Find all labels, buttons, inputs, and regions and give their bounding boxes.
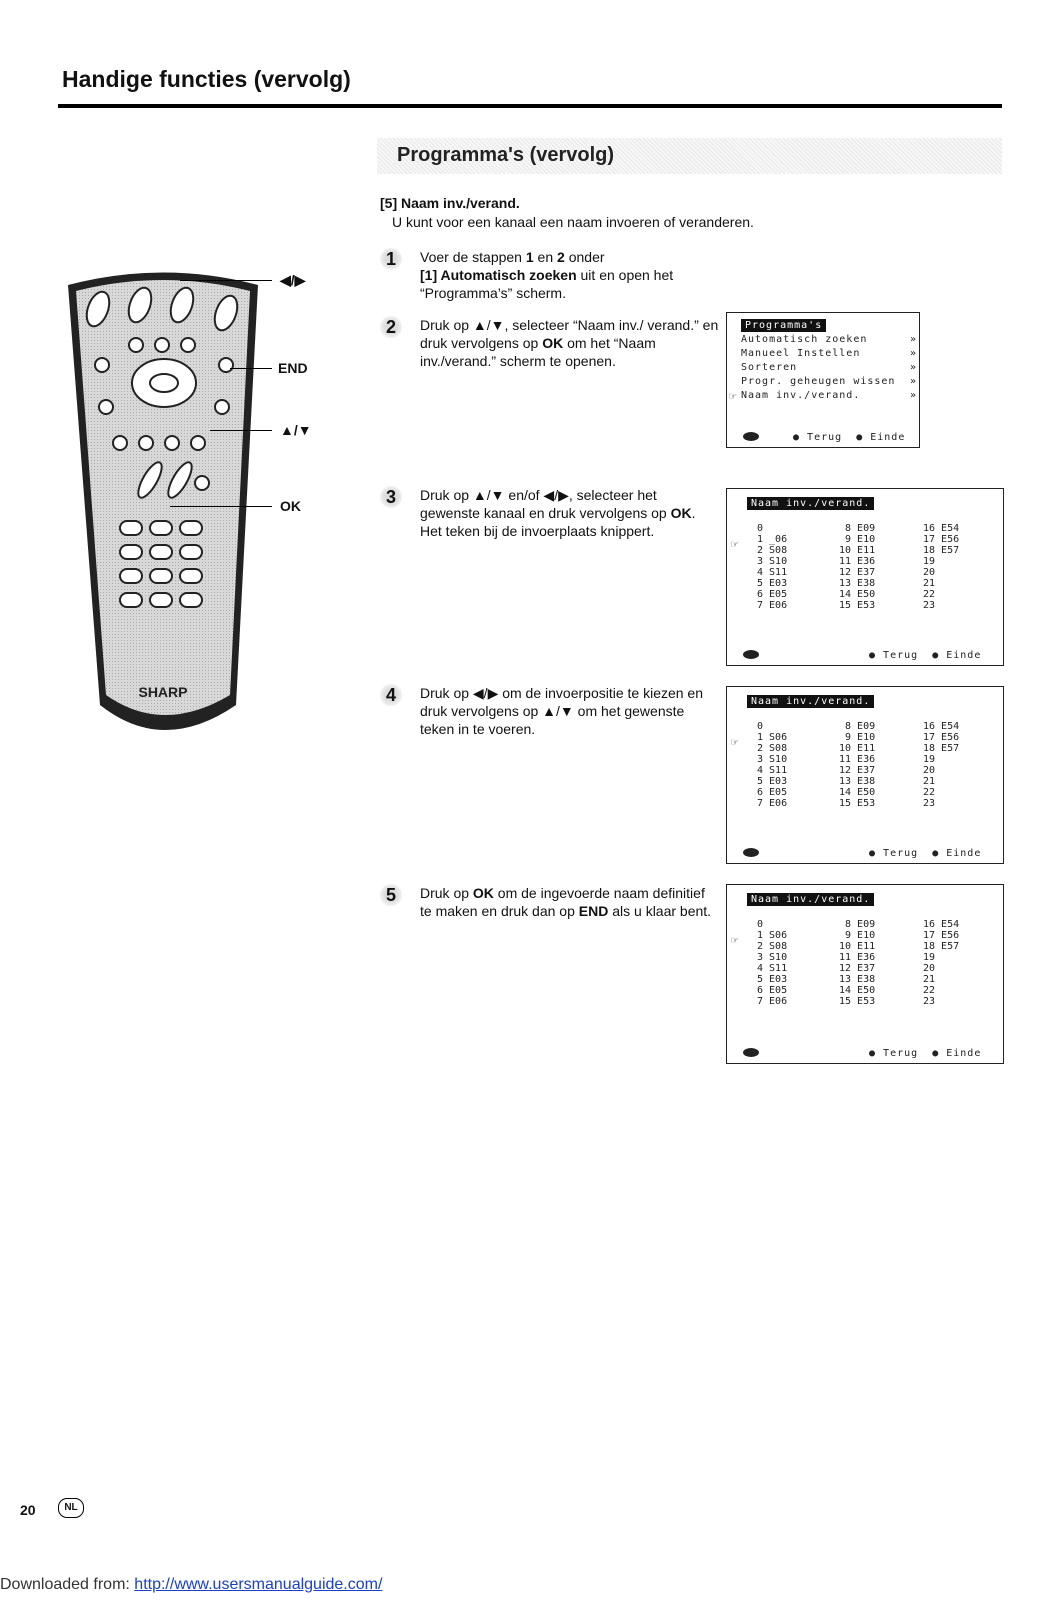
remote-brand: SHARP [138, 684, 187, 700]
step-number: 5 [380, 884, 402, 906]
menu-item: Progr. geheugen wissen» [741, 376, 917, 387]
intro-text: U kunt voor een kanaal een naam invoeren… [392, 214, 754, 230]
step-text: Druk op ▲/▼ en/of ◀/▶, selecteer het gew… [420, 487, 696, 539]
menu-item: Manueel Instellen» [741, 348, 917, 359]
section-banner: Programma's (vervolg) [377, 138, 1002, 174]
programmas-menu-screen: Programma's Automatisch zoeken» Manueel … [726, 312, 920, 448]
step-text: Druk op ▲/▼, selecteer “Naam inv./ veran… [420, 317, 719, 369]
step-number: 3 [380, 486, 402, 508]
pointer-hand-icon: ☞ [729, 389, 737, 403]
step-number: 1 [380, 248, 402, 270]
section-title: Programma's (vervolg) [397, 144, 615, 166]
screen-title: Programma's [741, 319, 827, 332]
menu-item: Automatisch zoeken» [741, 334, 917, 345]
leader-line-arrow-ud [210, 430, 272, 431]
page-title: Handige functies (vervolg) [62, 66, 351, 92]
leader-line-arrow-lr [180, 280, 272, 281]
screen-title: Naam inv./verand. [747, 695, 875, 708]
step-number: 2 [380, 316, 402, 338]
step-number: 4 [380, 684, 402, 706]
menu-item: Sorteren» [741, 362, 917, 373]
language-badge: NL [58, 1498, 84, 1518]
title-rule [58, 104, 1002, 108]
download-notice: Downloaded from: http://www.usersmanualg… [0, 1576, 383, 1593]
menu-list: Automatisch zoeken» Manueel Instellen» S… [741, 333, 917, 403]
screen-footer: ● Terug ● Einde [793, 432, 906, 443]
label-arrow-lr: ◀/▶ [280, 272, 306, 288]
remote-control-illustration: SHARP [68, 272, 258, 730]
label-ok: OK [280, 498, 301, 514]
nav-eye-icon [743, 432, 759, 441]
screen-footer: ● Terug ● Einde [869, 650, 982, 661]
label-end: END [278, 360, 308, 376]
screen-title: Naam inv./verand. [747, 893, 875, 906]
leader-line-end [230, 368, 272, 369]
pointer-hand-icon: ☞ [731, 735, 739, 749]
pointer-hand-icon: ☞ [731, 933, 739, 947]
step-text: Druk op OK om de ingevoerde naam definit… [420, 885, 712, 919]
step-text: Voer de stappen 1 en 2 onder [1] Automat… [420, 249, 674, 301]
pointer-hand-icon: ☞ [731, 537, 739, 551]
nav-eye-icon [743, 848, 759, 857]
download-link[interactable]: http://www.usersmanualguide.com/ [134, 1576, 383, 1593]
screen-footer: ● Terug ● Einde [869, 1048, 982, 1059]
nav-eye-icon [743, 1048, 759, 1057]
menu-item-selected: Naam inv./verand.» [741, 390, 917, 401]
page-number: 20 [20, 1502, 36, 1518]
step-text: Druk op ◀/▶ om de invoerpositie te kieze… [420, 685, 704, 737]
screen-footer: ● Terug ● Einde [869, 848, 982, 859]
label-arrow-ud: ▲/▼ [280, 422, 312, 438]
sub-heading: [5] Naam inv./verand. [380, 195, 520, 211]
leader-line-ok [170, 506, 272, 507]
nav-eye-icon [743, 650, 759, 659]
screen-title: Naam inv./verand. [747, 497, 875, 510]
